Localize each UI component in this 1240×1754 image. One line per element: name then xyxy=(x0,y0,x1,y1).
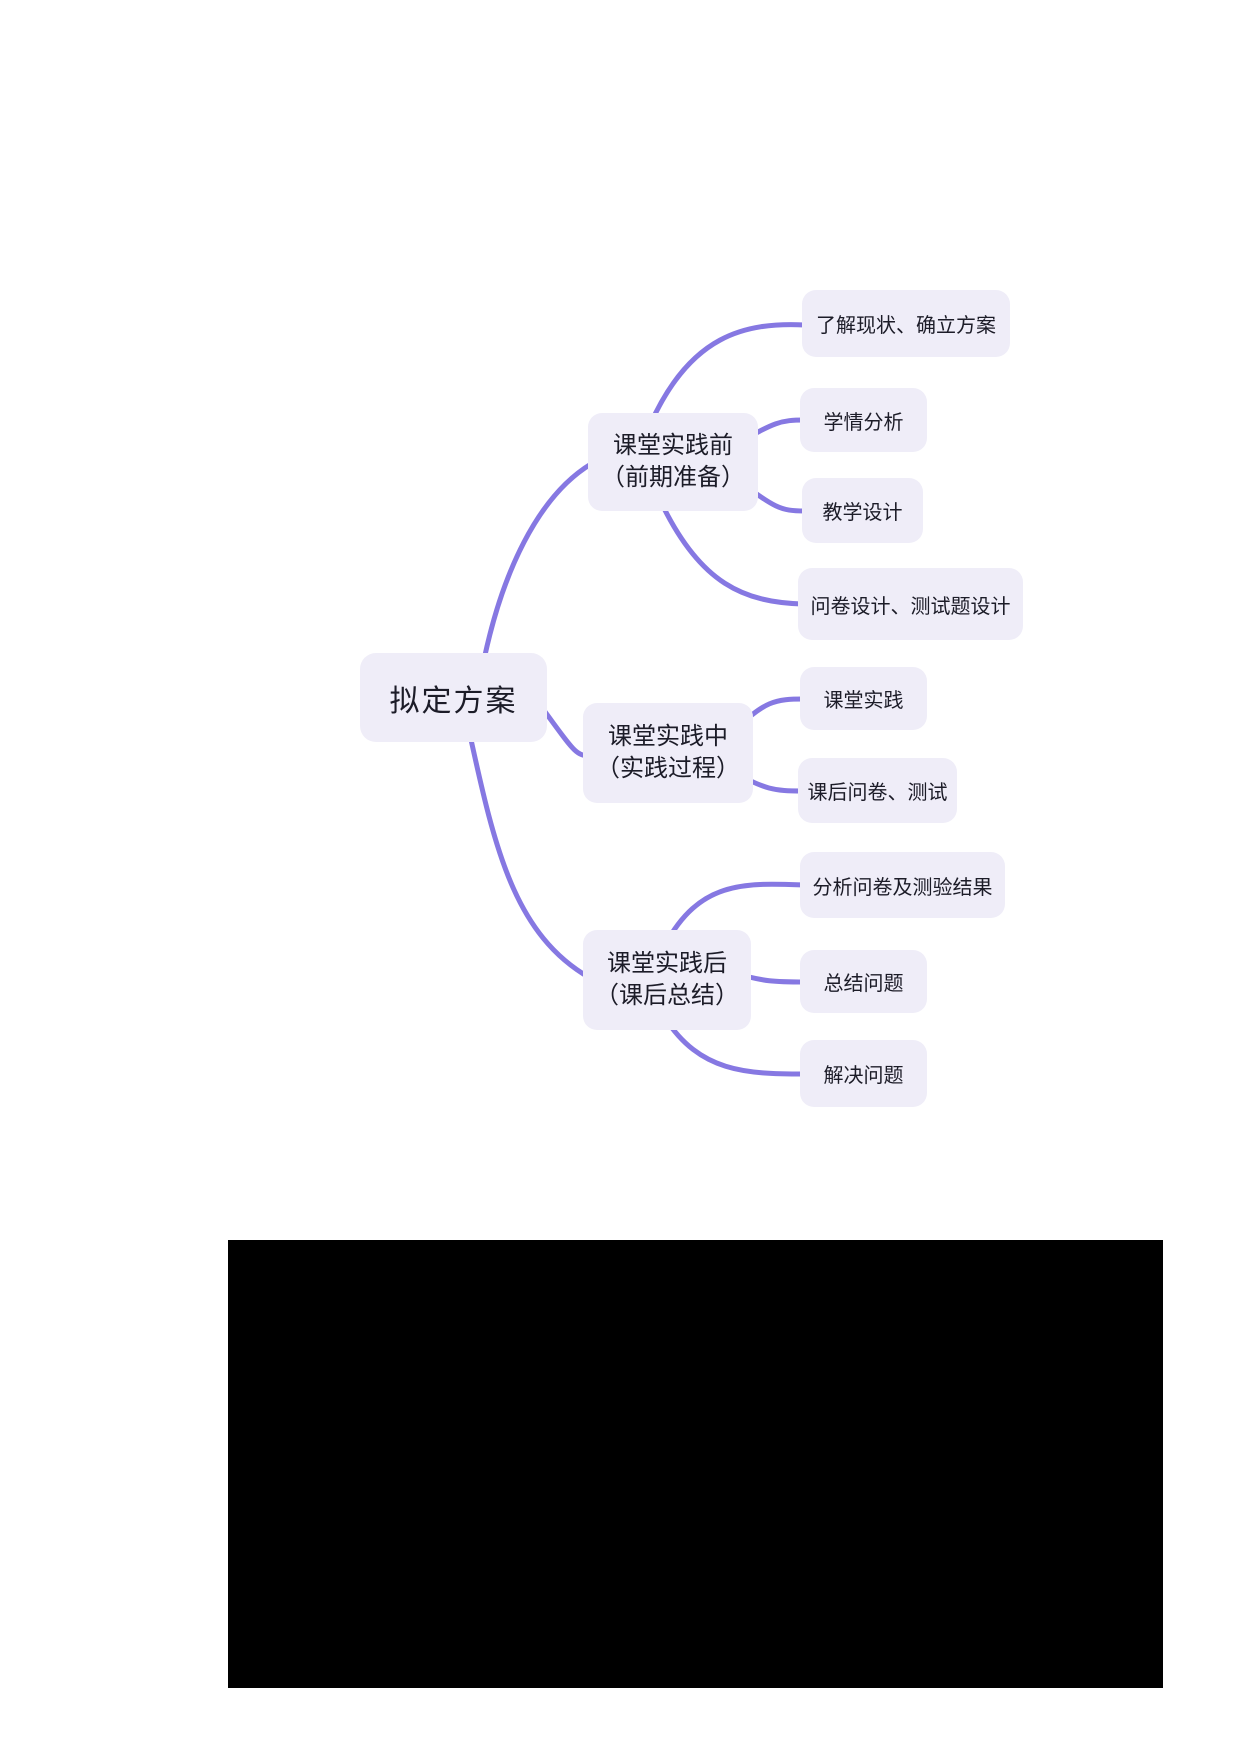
leaf-label: 教学设计 xyxy=(822,502,903,524)
mindmap-node-leaf-understand-status[interactable]: 了解现状、确立方案 xyxy=(802,290,1010,357)
connector-branch3-leaf-3 xyxy=(662,1015,808,1077)
connector-branch3-leaf-1 xyxy=(662,881,808,948)
mindmap-node-leaf-teaching-design[interactable]: 教学设计 xyxy=(802,478,923,543)
mindmap-node-branch-1[interactable]: 课堂实践前 （前期准备） xyxy=(588,413,758,511)
leaf-label: 分析问卷及测验结果 xyxy=(812,876,993,899)
connector-branch1-leaf-1 xyxy=(647,322,808,428)
leaf-label: 课堂实践 xyxy=(823,690,904,712)
leaf-label: 问卷设计、测试题设计 xyxy=(810,595,1011,618)
mindmap-node-leaf-summarize-problems[interactable]: 总结问题 xyxy=(800,950,927,1013)
leaf-label: 总结问题 xyxy=(823,973,904,995)
leaf-label: 解决问题 xyxy=(823,1065,904,1087)
branch-2-label-line1: 课堂实践中 xyxy=(608,723,728,751)
branch-3-label-line2: （课后总结） xyxy=(595,982,739,1009)
mindmap-node-leaf-learning-analysis[interactable]: 学情分析 xyxy=(800,388,927,452)
mindmap-node-leaf-analyze-results[interactable]: 分析问卷及测验结果 xyxy=(800,852,1005,918)
branch-1-label-line2: （前期准备） xyxy=(601,464,745,491)
mindmap-node-leaf-questionnaire-design[interactable]: 问卷设计、测试题设计 xyxy=(798,568,1023,640)
mindmap-node-root[interactable]: 拟定方案 xyxy=(360,653,547,742)
mindmap-node-leaf-post-questionnaire-test[interactable]: 课后问卷、测试 xyxy=(798,758,957,823)
branch-1-label-line1: 课堂实践前 xyxy=(613,432,733,460)
mindmap-node-branch-3[interactable]: 课堂实践后 （课后总结） xyxy=(583,930,751,1030)
mindmap-node-leaf-solve-problems[interactable]: 解决问题 xyxy=(800,1040,927,1107)
connector-branch1-leaf-4 xyxy=(657,497,805,607)
mindmap-node-leaf-classroom-practice[interactable]: 课堂实践 xyxy=(800,667,927,730)
leaf-label: 课后问卷、测试 xyxy=(807,782,948,804)
mindmap-node-branch-2[interactable]: 课堂实践中 （实践过程） xyxy=(583,703,753,803)
branch-2-label-line2: （实践过程） xyxy=(596,755,740,782)
leaf-label: 学情分析 xyxy=(823,411,904,434)
connector-root-branch-3 xyxy=(467,732,593,981)
branch-3-label-line1: 课堂实践后 xyxy=(607,950,727,978)
connector-root-branch-1 xyxy=(477,461,594,683)
root-label: 拟定方案 xyxy=(389,684,518,718)
leaf-label: 了解现状、确立方案 xyxy=(816,315,996,337)
black-media-block xyxy=(228,1240,1163,1688)
